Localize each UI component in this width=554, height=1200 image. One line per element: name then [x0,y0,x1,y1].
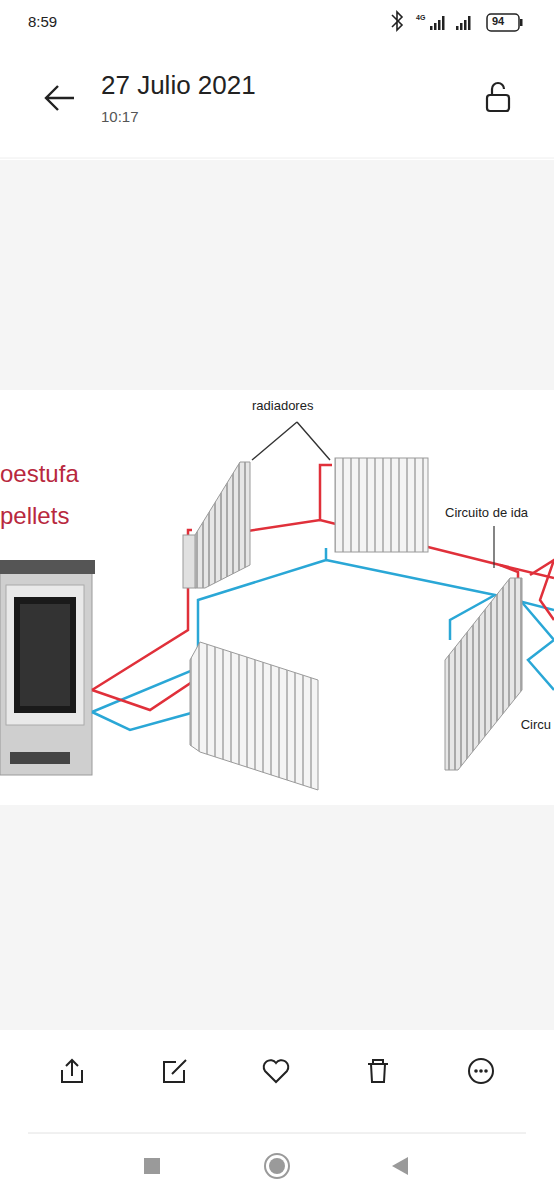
viewer-ground [0,160,554,1030]
photo [0,390,554,805]
photo-date: 27 Julio 2021 [101,72,256,98]
status-icons [392,12,523,31]
radiator [445,578,522,770]
lock-icon [487,83,509,111]
toolbar-icons [62,1059,493,1083]
status-time: 8:59 [28,14,57,29]
battery-level: 94 [492,16,504,27]
more-dots [474,1069,488,1073]
photo-time: 10:17 [101,109,139,124]
back-arrow [46,86,74,110]
circuit-label: Circu [520,718,552,731]
stove-title: oestufa [0,462,79,486]
circuit-label: Circuito de ida [444,506,529,519]
radiator [335,458,428,552]
radiator [183,462,250,588]
pellet-stove [0,560,95,775]
nav-buttons [144,1154,408,1178]
network-type: 4G [416,14,425,21]
stove-title: pellets [0,504,69,528]
label-bracket [252,422,330,460]
part-label: radiadores [252,399,313,412]
leader-line [493,526,494,568]
radiator [190,642,318,790]
